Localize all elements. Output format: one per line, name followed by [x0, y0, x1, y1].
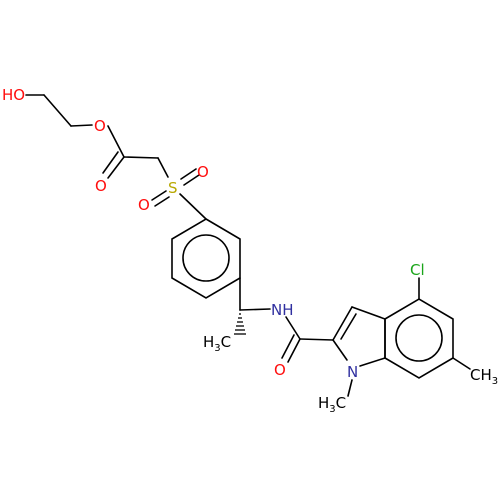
hashed-wedge-bond: [234, 313, 246, 335]
atom-label-sulfonyl-oxygen-right: O: [197, 163, 209, 181]
atom-label-carbonyl-oxygen: O: [95, 177, 107, 195]
bond: [281, 334, 295, 359]
atom-label-methyl-left: H3C: [203, 333, 231, 354]
bond: [102, 151, 119, 174]
atom-label-methyl-right: CH3: [470, 366, 498, 387]
atom-label-sulfonyl-oxygen-left: O: [138, 196, 150, 214]
atom-label-hydroxyl: HO: [2, 86, 25, 104]
bond: [107, 125, 125, 158]
benzene-aromatic-circle: [182, 234, 230, 282]
atom-label-amide-oxygen: O: [274, 361, 286, 379]
bond: [157, 157, 169, 178]
bond: [347, 379, 353, 397]
atom-label-ester-oxygen: O: [94, 117, 106, 135]
bond: [239, 308, 271, 311]
bond: [70, 124, 93, 127]
atom-label-amide-nh: NH: [271, 301, 294, 319]
benzene-ring: [171, 218, 241, 299]
bond: [123, 156, 159, 159]
bond: [351, 306, 386, 320]
bond: [180, 168, 197, 180]
bond: [154, 196, 170, 207]
bond: [452, 357, 471, 370]
atom-label-sulfur: S: [168, 179, 178, 197]
bond: [285, 316, 301, 340]
atom-label-layer: HO O O S O O NH H3C O Cl CH3 N H3C: [2, 86, 498, 415]
bond: [287, 338, 301, 363]
bond: [299, 338, 334, 341]
indole-benzene-ring: [384, 298, 454, 379]
bond: [183, 174, 200, 186]
atom-label-methyl-n: H3C: [318, 394, 346, 415]
bond: [43, 94, 72, 127]
indole-aromatic-circle: [395, 314, 443, 362]
bond: [359, 357, 386, 367]
atom-label-indole-nitrogen: N: [347, 363, 358, 381]
bond: [332, 306, 353, 341]
bond-layer: [25, 94, 471, 397]
atom-label-chlorine: Cl: [410, 261, 425, 279]
bond: [107, 156, 125, 179]
bond: [332, 339, 348, 361]
bond: [151, 190, 167, 201]
bond: [340, 313, 357, 340]
bond: [179, 193, 207, 220]
